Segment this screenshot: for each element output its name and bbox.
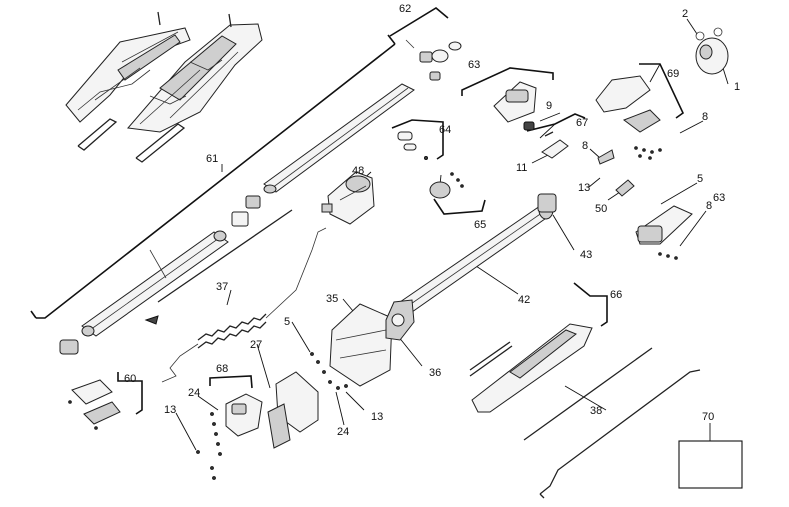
housing-pins — [157, 11, 232, 28]
callout-64: 64 — [439, 124, 451, 136]
callout-24b: 24 — [337, 426, 349, 438]
callout-70: 70 — [702, 411, 714, 423]
block-68 — [225, 393, 263, 437]
callout-5b: 5 — [284, 316, 290, 328]
callout-38: 38 — [590, 405, 602, 417]
pump-48 — [321, 171, 375, 225]
plate-60 — [68, 379, 121, 430]
callout-8b: 8 — [582, 140, 588, 152]
callout-69: 69 — [667, 68, 679, 80]
bracket-64 — [391, 119, 444, 160]
callout-24a: 24 — [188, 387, 200, 399]
rings-2 — [695, 27, 723, 41]
bracket-63 — [461, 67, 554, 96]
callout-36: 36 — [429, 367, 441, 379]
callout-13a: 13 — [578, 182, 590, 194]
tube-lower — [81, 230, 229, 337]
motor-cap-1 — [695, 37, 729, 75]
hook-wire — [539, 369, 701, 499]
lever-67 — [541, 131, 569, 159]
bracket-66 — [573, 282, 608, 327]
callout-2: 2 — [682, 8, 688, 20]
callout-50: 50 — [595, 203, 607, 215]
trigger-63 — [493, 81, 537, 123]
callout-8c: 8 — [706, 200, 712, 212]
housing-35 — [329, 303, 393, 387]
callout-61: 61 — [206, 153, 218, 165]
callout-62: 62 — [399, 3, 411, 15]
bracket-62 — [389, 7, 449, 37]
callout-65: 65 — [474, 219, 486, 231]
screws-35 — [310, 352, 348, 390]
callout-9: 9 — [546, 100, 552, 112]
bracket-60 — [117, 372, 143, 415]
pins-64 — [397, 131, 428, 160]
bracket-65 — [433, 198, 486, 215]
callout-60: 60 — [124, 373, 136, 385]
gear-36 — [385, 299, 415, 341]
bracket-67 — [526, 113, 586, 139]
handle-69 — [595, 75, 661, 133]
bracket-61 — [30, 34, 396, 319]
fittings-62 — [405, 39, 462, 81]
bracket-27 — [267, 371, 319, 449]
rod-38 — [523, 347, 653, 441]
housing-half-lower — [127, 23, 263, 133]
housing-66 — [469, 323, 593, 413]
callout-27: 27 — [250, 339, 262, 351]
clamp-61a — [231, 195, 261, 227]
callout-labels: 1 2 5 5 8 8 8 9 11 13 13 13 24 24 27 35 … — [124, 3, 740, 438]
callout-37: 37 — [216, 281, 228, 293]
callout-42: 42 — [518, 294, 530, 306]
callout-5a: 5 — [697, 173, 703, 185]
small-clip — [144, 315, 159, 325]
housing-half-upper — [65, 27, 191, 123]
adapter-63b — [635, 205, 693, 260]
part-9 — [523, 121, 535, 131]
screws-top-right — [634, 146, 662, 160]
rod-61 — [157, 209, 293, 303]
leader-lines — [175, 18, 729, 451]
callout-35: 35 — [326, 293, 338, 305]
hex-key-wires — [77, 118, 186, 163]
screws-lower-left — [196, 412, 222, 480]
callout-11: 11 — [516, 162, 527, 174]
end-cap-61 — [59, 339, 79, 355]
callout-8a: 8 — [702, 111, 708, 123]
callout-13b: 13 — [371, 411, 383, 423]
tube-upper — [263, 83, 415, 194]
callout-1: 1 — [734, 81, 740, 93]
box-70 — [678, 440, 743, 489]
callout-63b: 63 — [713, 192, 725, 204]
clip-13a — [597, 149, 615, 165]
bracket-68 — [209, 375, 253, 389]
callout-43: 43 — [580, 249, 592, 261]
disc-65 — [429, 172, 464, 199]
callout-68: 68 — [216, 363, 228, 375]
callout-66: 66 — [610, 289, 622, 301]
bracket-69 — [639, 63, 685, 119]
trigger-50 — [615, 179, 635, 197]
spring-37 — [161, 227, 327, 383]
callout-48: 48 — [352, 165, 364, 177]
coupler-43 — [537, 193, 557, 213]
callout-67: 67 — [576, 117, 588, 129]
callout-13c: 13 — [164, 404, 176, 416]
callout-63a: 63 — [468, 59, 480, 71]
